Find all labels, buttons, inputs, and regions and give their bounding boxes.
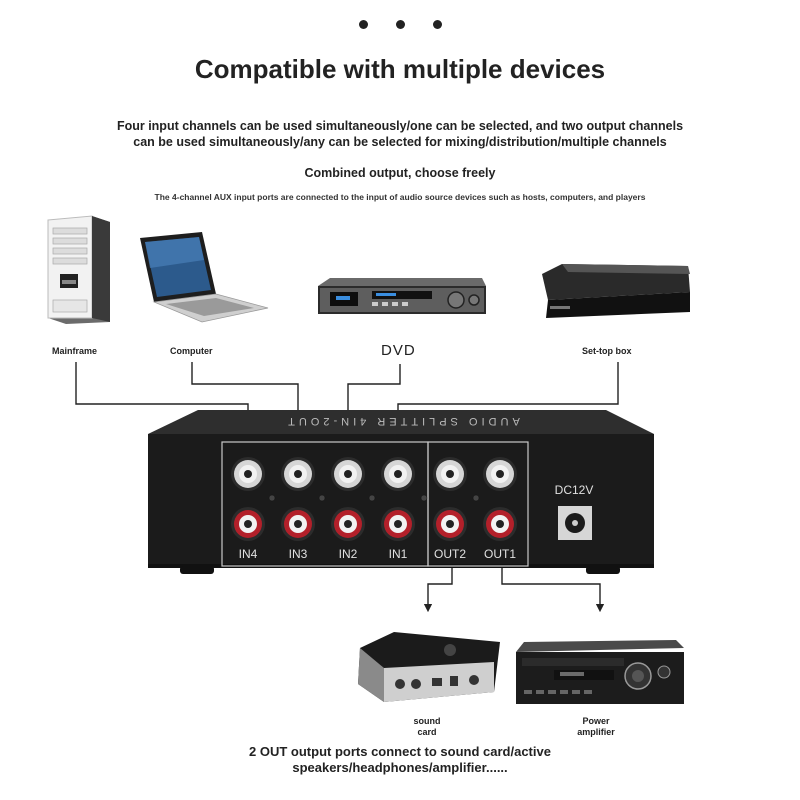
port-label-in3: IN3	[289, 547, 308, 561]
label-set-top-box: Set-top box	[582, 346, 632, 356]
mainframe-tower-image	[47, 215, 110, 324]
label-sound-card-line-2: card	[417, 727, 437, 737]
port-label-in4: IN4	[239, 547, 258, 561]
dc12v-label: DC12V	[555, 483, 594, 497]
carousel-dots	[0, 16, 800, 34]
port-label-in1: IN1	[389, 547, 408, 561]
input-note: The 4-channel AUX input ports are connec…	[154, 192, 646, 202]
power-amplifier-image	[516, 640, 684, 704]
dot	[395, 20, 405, 29]
set-top-box-image	[542, 264, 690, 318]
laptop-image	[140, 232, 269, 323]
label-power-amplifier-line-1: Power	[582, 716, 610, 726]
subtitle-line-1: Four input channels can be used simultan…	[116, 119, 684, 133]
label-mainframe: Mainframe	[52, 346, 98, 356]
subtitle: Four input channels can be used simultan…	[60, 118, 740, 150]
rca-ports	[231, 457, 517, 541]
port-label-out2: OUT2	[434, 547, 466, 561]
page-title: Compatible with multiple devices	[194, 54, 606, 84]
footer-caption: 2 OUT output ports connect to sound card…	[0, 744, 800, 776]
label-sound-card: sound card	[404, 716, 450, 738]
dot	[432, 20, 442, 29]
dvd-player-image	[318, 278, 486, 314]
label-power-amplifier-line-2: amplifier	[577, 727, 615, 737]
label-sound-card-line-1: sound	[413, 716, 441, 726]
combined-output-heading: Combined output, choose freely	[304, 166, 496, 180]
audio-splitter-image: AUDIO SPLITTER 4IN-2OUT	[148, 410, 654, 574]
port-label-in2: IN2	[339, 547, 358, 561]
label-computer: Computer	[170, 346, 213, 356]
label-dvd: DVD	[381, 342, 416, 359]
subtitle-line-2: can be used simultaneously/any can be se…	[133, 135, 667, 149]
footer-line-1: 2 OUT output ports connect to sound card…	[249, 744, 551, 759]
footer-line-2: speakers/headphones/amplifier......	[292, 760, 508, 775]
port-label-out1: OUT1	[484, 547, 516, 561]
splitter-top-text: AUDIO SPLITTER 4IN-2OUT	[284, 415, 520, 427]
sound-card-image	[358, 632, 500, 702]
label-power-amplifier: Power amplifier	[568, 716, 624, 738]
dot	[358, 20, 368, 29]
